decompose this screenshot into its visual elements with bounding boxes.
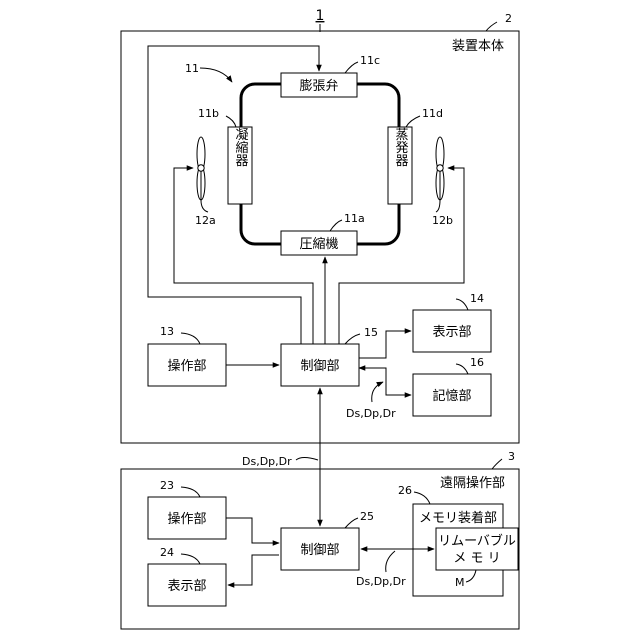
figure-number: 1: [316, 8, 325, 24]
evaporator-label: 蒸発器: [393, 128, 409, 168]
compressor-ref-leader: [330, 220, 342, 231]
expansion-valve-label: 膨張弁: [299, 79, 338, 94]
main-storage-ref: 16: [470, 356, 484, 369]
refrigerant-circuit-ref-arrow: [200, 68, 232, 82]
remote-signals-label: Ds,Dp,Dr: [356, 575, 406, 588]
main-unit-ref: 2: [505, 12, 512, 25]
fan-right-ref-leader: [436, 200, 440, 212]
condenser-ref-leader: [226, 116, 236, 127]
refrigerant-circuit-loop: [241, 84, 399, 244]
main-display-ref-leader: [456, 299, 468, 310]
evaporator-ref: 11d: [422, 107, 443, 120]
remote-operation-ref-leader: [181, 487, 200, 497]
main-signals-leader: [372, 382, 383, 402]
remote-operation-ref: 23: [160, 479, 174, 492]
evaporator-ref-leader: [406, 116, 420, 127]
main-operation-label: 操作部: [167, 358, 206, 374]
fan-left-ref-leader: [201, 200, 208, 212]
remote-control-label: 制御部: [300, 543, 339, 558]
link-signals-leader: [296, 458, 318, 461]
main-unit-label: 装置本体: [452, 39, 504, 54]
main-operation-ref: 13: [160, 325, 174, 338]
fan-left-ref: 12a: [195, 214, 216, 227]
expansion-valve-ref: 11c: [360, 54, 380, 67]
main-storage-label: 記憶部: [432, 388, 471, 404]
remote-signals-leader: [386, 551, 395, 572]
main-display-label: 表示部: [432, 325, 471, 340]
remote-display-ref: 24: [160, 546, 174, 559]
remote-unit-ref-leader: [492, 459, 502, 469]
compressor-ref: 11a: [344, 212, 365, 225]
refrigerant-circuit-ref: 11: [185, 62, 199, 75]
line-remote-control-to-display: [228, 555, 279, 585]
main-control-ref: 15: [364, 326, 378, 339]
remote-unit-label: 遠隔操作部: [440, 475, 505, 491]
main-control-label: 制御部: [300, 359, 339, 374]
expansion-valve-ref-leader: [345, 62, 358, 73]
line-remote-operation-to-control: [226, 518, 279, 543]
remote-operation-label: 操作部: [167, 511, 206, 527]
remote-display-label: 表示部: [167, 579, 206, 594]
removable-memory-label-1: リムーバブル: [438, 533, 516, 549]
main-signals-label: Ds,Dp,Dr: [346, 407, 396, 420]
removable-memory-label-2: メ モ リ: [453, 551, 500, 566]
fan-right-ref: 12b: [432, 214, 453, 227]
main-unit-ref-leader: [486, 22, 497, 31]
condenser-ref: 11b: [198, 107, 219, 120]
remote-display-ref-leader: [181, 554, 200, 564]
fan-left-icon: [197, 137, 205, 200]
main-storage-ref-leader: [456, 364, 468, 374]
line-control-storage: [359, 368, 411, 395]
remote-control-ref: 25: [360, 510, 374, 523]
memory-mount-label: メモリ装着部: [419, 510, 497, 526]
main-operation-ref-leader: [181, 333, 200, 344]
fan-right-icon: [436, 137, 444, 200]
condenser-label-1: 凝縮器: [233, 127, 249, 168]
removable-memory-ref: M: [455, 576, 465, 589]
link-signals-label: Ds,Dp,Dr: [242, 455, 292, 468]
memory-mount-ref-leader: [414, 492, 430, 504]
memory-mount-ref: 26: [398, 484, 412, 497]
remote-unit-ref: 3: [508, 450, 515, 463]
main-display-ref: 14: [470, 292, 484, 305]
remote-control-ref-leader: [345, 518, 358, 528]
compressor-label: 圧縮機: [299, 236, 338, 252]
main-control-ref-leader: [345, 334, 360, 344]
